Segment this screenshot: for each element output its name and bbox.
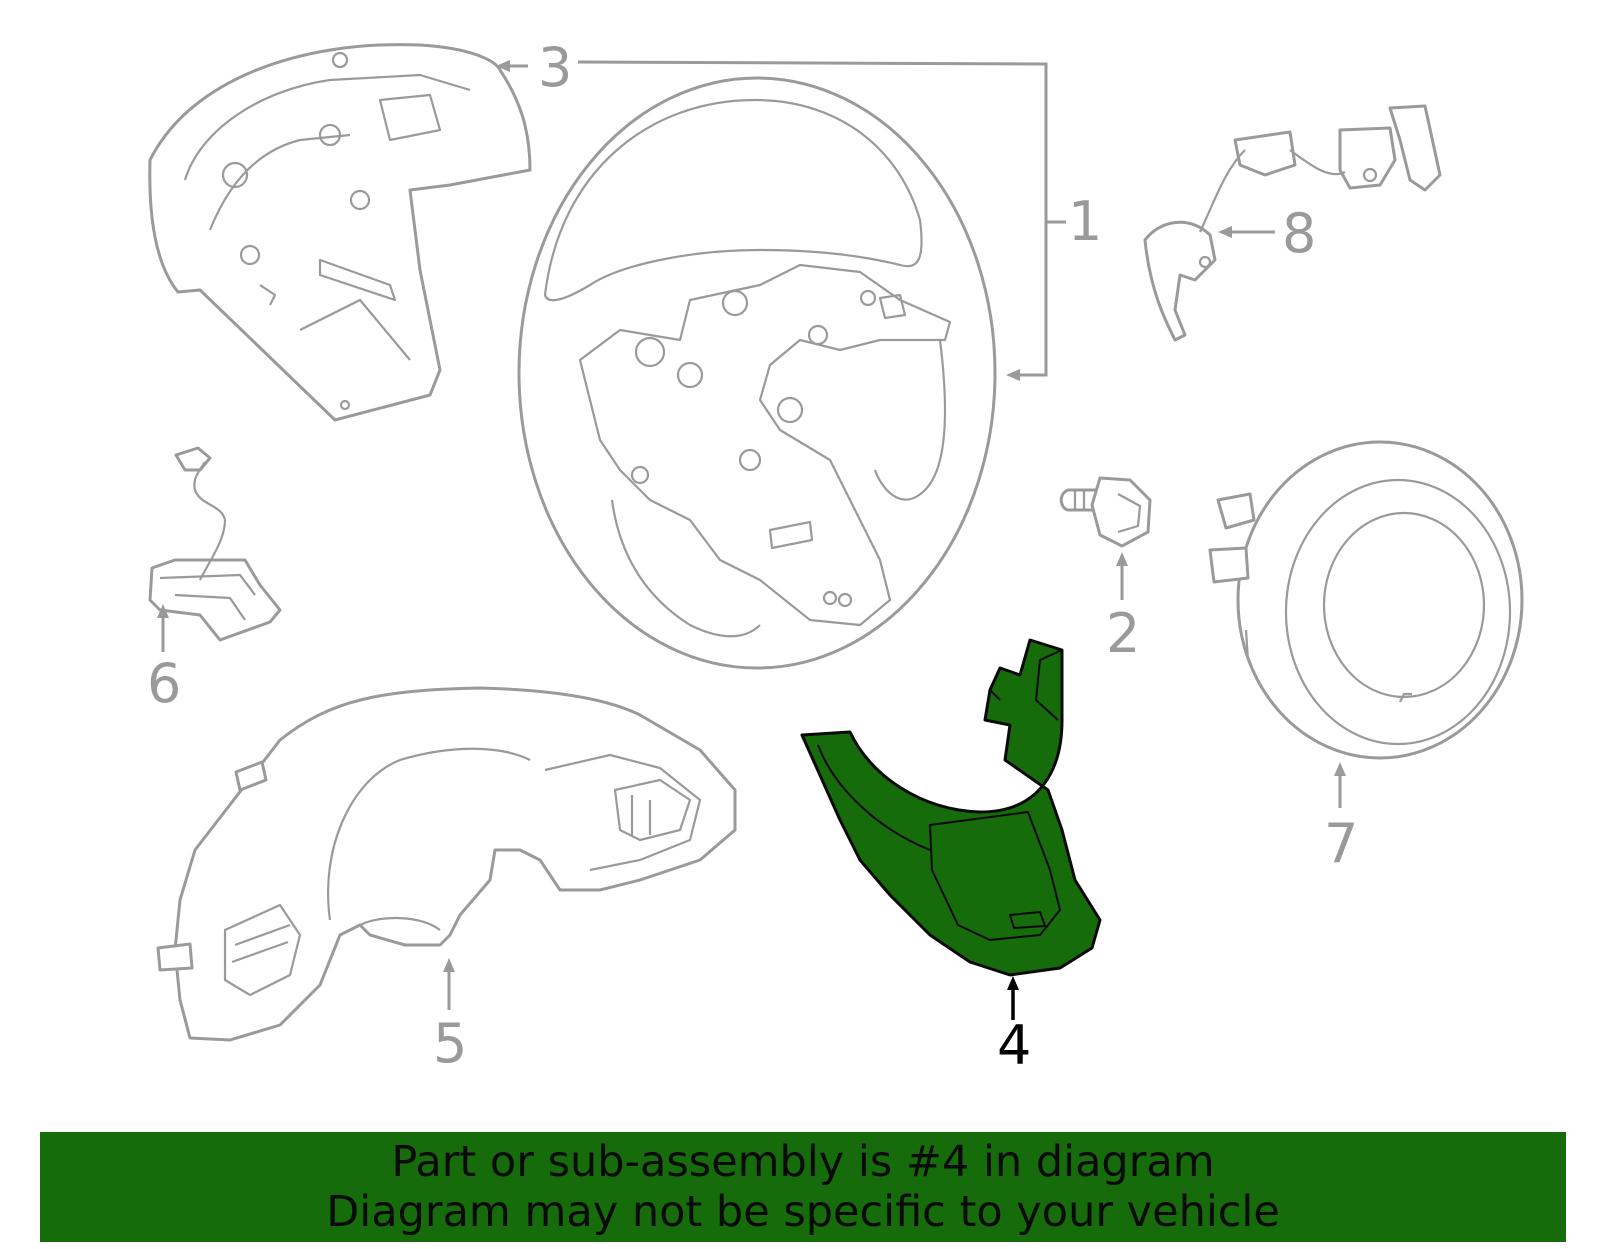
arrow-5 <box>443 958 455 972</box>
part-3-rear-cover[interactable] <box>148 43 532 422</box>
arrow-7 <box>1334 762 1346 776</box>
part-1-steering-wheel[interactable] <box>517 76 997 670</box>
banner-line-1: Part or sub-assembly is #4 in diagram <box>391 1137 1215 1187</box>
callout-2: 2 <box>1106 602 1140 665</box>
leader-bracket-1-3 <box>577 60 1048 377</box>
arrow-2 <box>1116 552 1128 566</box>
callout-1: 1 <box>1068 190 1102 253</box>
arrow-4 <box>1007 976 1019 990</box>
callout-7: 7 <box>1324 812 1358 875</box>
callout-6: 6 <box>147 652 181 715</box>
callout-5: 5 <box>433 1012 467 1075</box>
part-8-wire-harness[interactable] <box>1143 104 1442 342</box>
arrow-3 <box>496 60 510 72</box>
arrow-1 <box>1006 369 1020 381</box>
parts-diagram: 3 1 8 2 <box>147 36 1524 1077</box>
banner-line-2: Diagram may not be specific to your vehi… <box>326 1187 1280 1237</box>
arrow-8 <box>1218 226 1232 238</box>
part-5-switch-assembly[interactable] <box>156 686 737 1042</box>
callout-4: 4 <box>997 1014 1031 1077</box>
callout-8: 8 <box>1282 202 1316 265</box>
part-4-lower-cover-highlighted[interactable] <box>800 638 1102 977</box>
callout-3: 3 <box>538 36 572 99</box>
part-2-bolt[interactable] <box>1059 476 1152 548</box>
part-7-airbag[interactable] <box>1208 440 1524 760</box>
part-info-banner: Part or sub-assembly is #4 in diagram Di… <box>40 1132 1566 1242</box>
arrow-6 <box>157 604 169 618</box>
part-6-sensor[interactable] <box>148 446 282 642</box>
